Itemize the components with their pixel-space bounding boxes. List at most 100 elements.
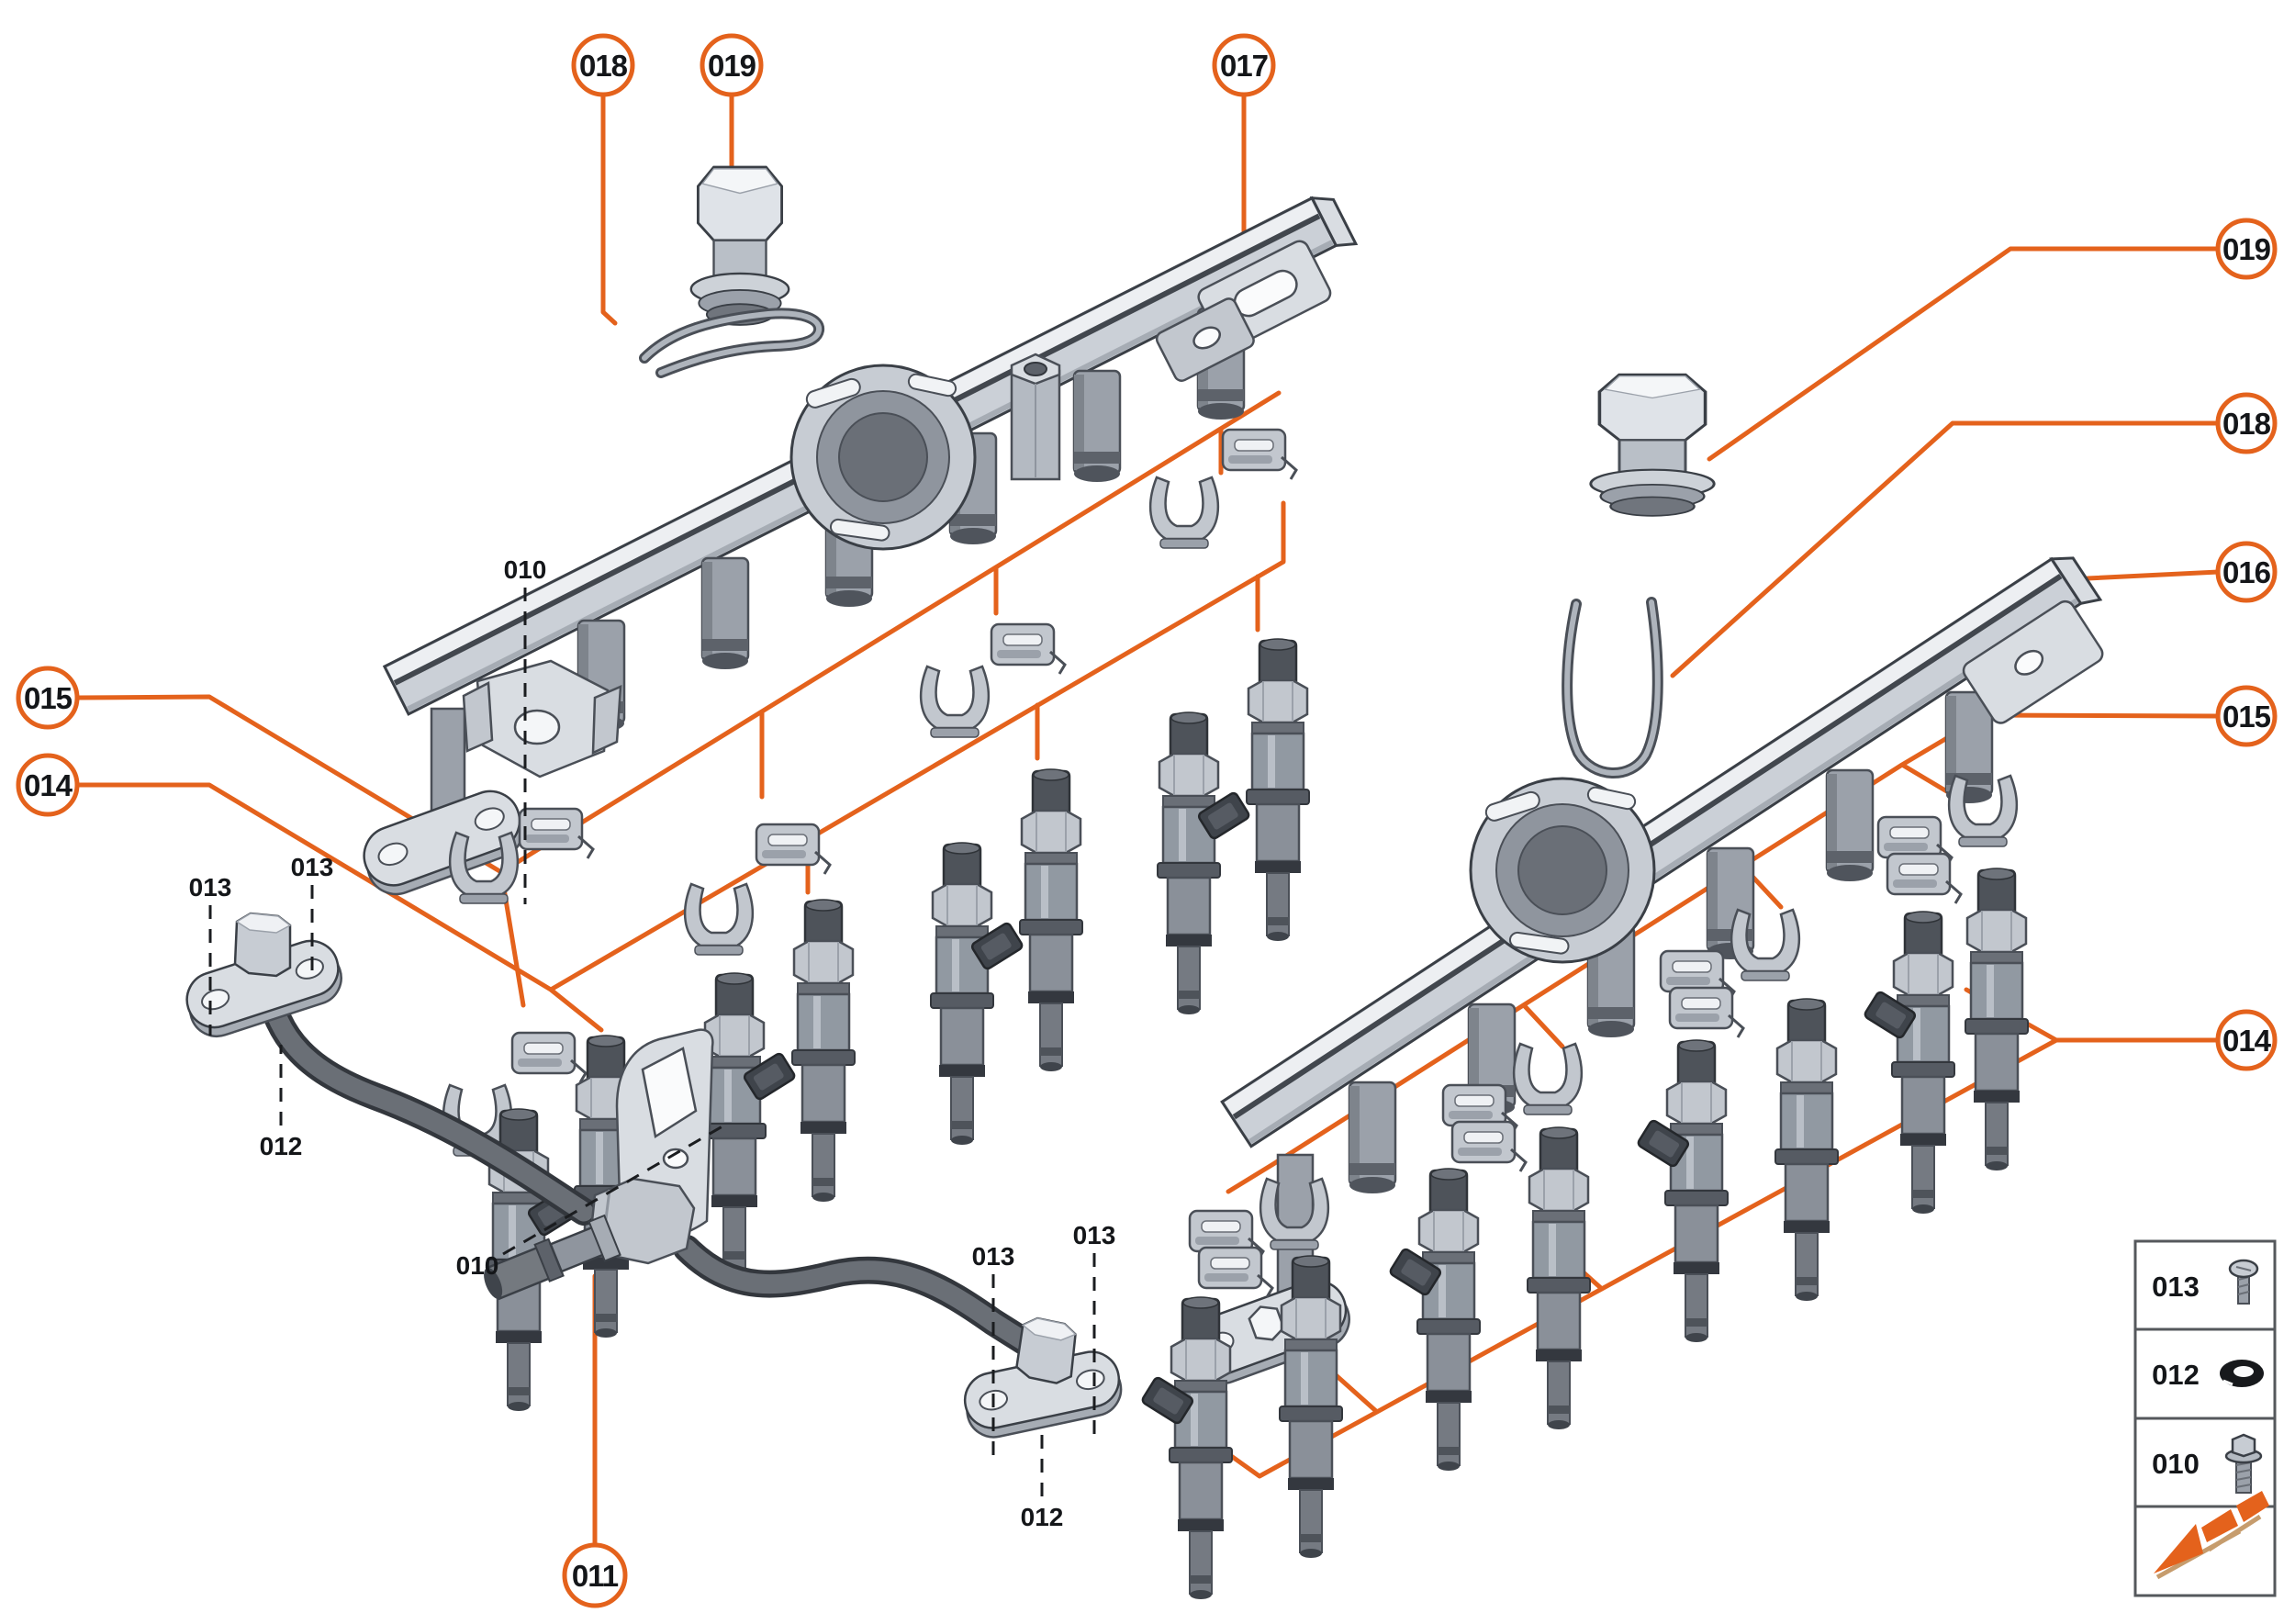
legend: 013 012 010: [2133, 1239, 2277, 1597]
callout-019-top-label: 019: [708, 49, 756, 83]
fuel-injector: [1774, 997, 1840, 1303]
safety-clip: [1730, 908, 1801, 982]
retaining-clip: [1668, 986, 1745, 1039]
rail1-hex-standoff: [1010, 353, 1061, 481]
callout-017-top[interactable]: 017: [1212, 33, 1276, 97]
legend-row-010[interactable]: 010: [2152, 1433, 2263, 1494]
fuel-injector: [1416, 1167, 1482, 1473]
callout-017-top-label: 017: [1220, 49, 1268, 83]
pipe-flange-right: [952, 1309, 1136, 1459]
leader-right-016: [2085, 569, 2221, 581]
label-flange-right-bolt-b-013[interactable]: 013: [1073, 1221, 1116, 1249]
callout-018-top[interactable]: 018: [571, 33, 635, 97]
callout-019-top[interactable]: 019: [700, 33, 764, 97]
safety-clip: [683, 882, 755, 957]
pipe-flange-left: [178, 912, 350, 1045]
dash-pipe-bolt: [502, 1122, 728, 1256]
retaining-clip: [510, 1031, 588, 1084]
rail1-cap-019: [689, 165, 790, 327]
rail1-wire-clip-018: [639, 308, 824, 378]
callout-015-right[interactable]: 015: [2215, 685, 2278, 747]
callout-014-right-label: 014: [2222, 1024, 2272, 1058]
fuel-injector: [1168, 1295, 1234, 1601]
retaining-clip: [1886, 852, 1963, 905]
fuel-injector: [1663, 1038, 1730, 1344]
callout-011-bottom[interactable]: 011: [562, 1542, 628, 1608]
legend-010-label: 010: [2152, 1448, 2200, 1480]
fuel-injector: [1278, 1254, 1344, 1560]
rail2-collar-ring: [1469, 777, 1656, 964]
retaining-clip: [755, 823, 832, 876]
callout-019-right[interactable]: 019: [2215, 218, 2278, 280]
callout-015-right-label: 015: [2222, 700, 2271, 734]
retaining-clip: [1197, 1246, 1274, 1299]
callout-011-bottom-label: 011: [572, 1559, 619, 1593]
label-flange-left-bolt-b-013[interactable]: 013: [291, 853, 334, 881]
retaining-clip: [1221, 428, 1298, 481]
fuel-rail-1-illustration: [354, 165, 1359, 903]
rail2-port: [1348, 1081, 1397, 1195]
legend-013-label: 013: [2152, 1271, 2200, 1303]
fuel-pipe: [256, 967, 1053, 1363]
legend-row-013[interactable]: 013: [2152, 1259, 2259, 1305]
rail2-wire-clip-018: [1562, 597, 1663, 778]
label-rail1-bolt-010[interactable]: 010: [504, 555, 547, 584]
rail2-end-bracket: [1962, 599, 2104, 724]
fuel-injector: [1526, 1126, 1592, 1431]
fuel-pipe-assembly: [178, 912, 1136, 1459]
callout-014-left[interactable]: 014: [16, 753, 80, 817]
screw-icon: [2228, 1259, 2259, 1305]
callout-018-right-label: 018: [2222, 407, 2271, 441]
callout-019-right-label: 019: [2222, 232, 2271, 266]
direction-arrow-icon: [2154, 1491, 2269, 1580]
callout-015-left-label: 015: [24, 681, 73, 715]
callout-014-left-label: 014: [24, 768, 73, 802]
injector-group-left: [486, 637, 1311, 1413]
rail1-port: [1072, 369, 1122, 484]
part-labels: 010 013 013 012 010 013 013 012: [189, 555, 1116, 1531]
legend-012-label: 012: [2152, 1359, 2200, 1391]
rail2-port: [1825, 768, 1875, 883]
callouts: 018 019 017 019 018 016 015 014: [16, 33, 2278, 1608]
seal-ring-icon: [2220, 1360, 2264, 1387]
rail1-port: [700, 556, 750, 671]
rail1-end-tab: [1155, 297, 1255, 382]
callout-014-right[interactable]: 014: [2215, 1009, 2278, 1071]
callout-018-top-label: 018: [579, 49, 628, 83]
label-flange-left-seal-012[interactable]: 012: [260, 1132, 303, 1160]
safety-clip: [1148, 476, 1220, 550]
retaining-clip: [1450, 1120, 1528, 1173]
fuel-injector: [1890, 910, 1956, 1215]
rail1-collar-ring: [789, 364, 977, 551]
rail1-bolt-bracket: [462, 659, 622, 778]
fuel-rail-2-illustration: [1181, 373, 2104, 1393]
rail2-cap-019: [1589, 373, 1716, 518]
callout-015-left[interactable]: 015: [16, 666, 80, 730]
label-flange-left-bolt-a-013[interactable]: 013: [189, 873, 232, 902]
callout-018-right[interactable]: 018: [2215, 392, 2278, 454]
label-flange-right-bolt-a-013[interactable]: 013: [972, 1242, 1015, 1271]
fuel-injector: [1245, 637, 1311, 943]
fuel-injector: [929, 841, 995, 1147]
fuel-injector: [1964, 867, 2030, 1172]
label-flange-right-seal-012[interactable]: 012: [1021, 1503, 1064, 1531]
fuel-injector: [1156, 711, 1222, 1016]
retaining-clip: [518, 807, 595, 860]
leader-right-018: [1670, 420, 2221, 678]
fuel-injector: [790, 898, 856, 1204]
fuel-injector: [1018, 767, 1084, 1073]
flange-bolt-icon: [2224, 1433, 2263, 1494]
retaining-clip: [990, 622, 1067, 676]
callout-016-right-label: 016: [2222, 555, 2271, 589]
pipe-nozzle: [484, 1214, 621, 1301]
safety-clip: [919, 665, 991, 739]
legend-row-012[interactable]: 012: [2152, 1359, 2264, 1391]
fuel-injector: [701, 971, 767, 1277]
leader-top-018: [600, 92, 618, 326]
label-pipe-bolt-010[interactable]: 010: [456, 1251, 499, 1280]
callout-016-right[interactable]: 016: [2215, 541, 2278, 603]
safety-clip: [1512, 1042, 1584, 1116]
leader-left-015-clip-comb: [74, 390, 1282, 1008]
